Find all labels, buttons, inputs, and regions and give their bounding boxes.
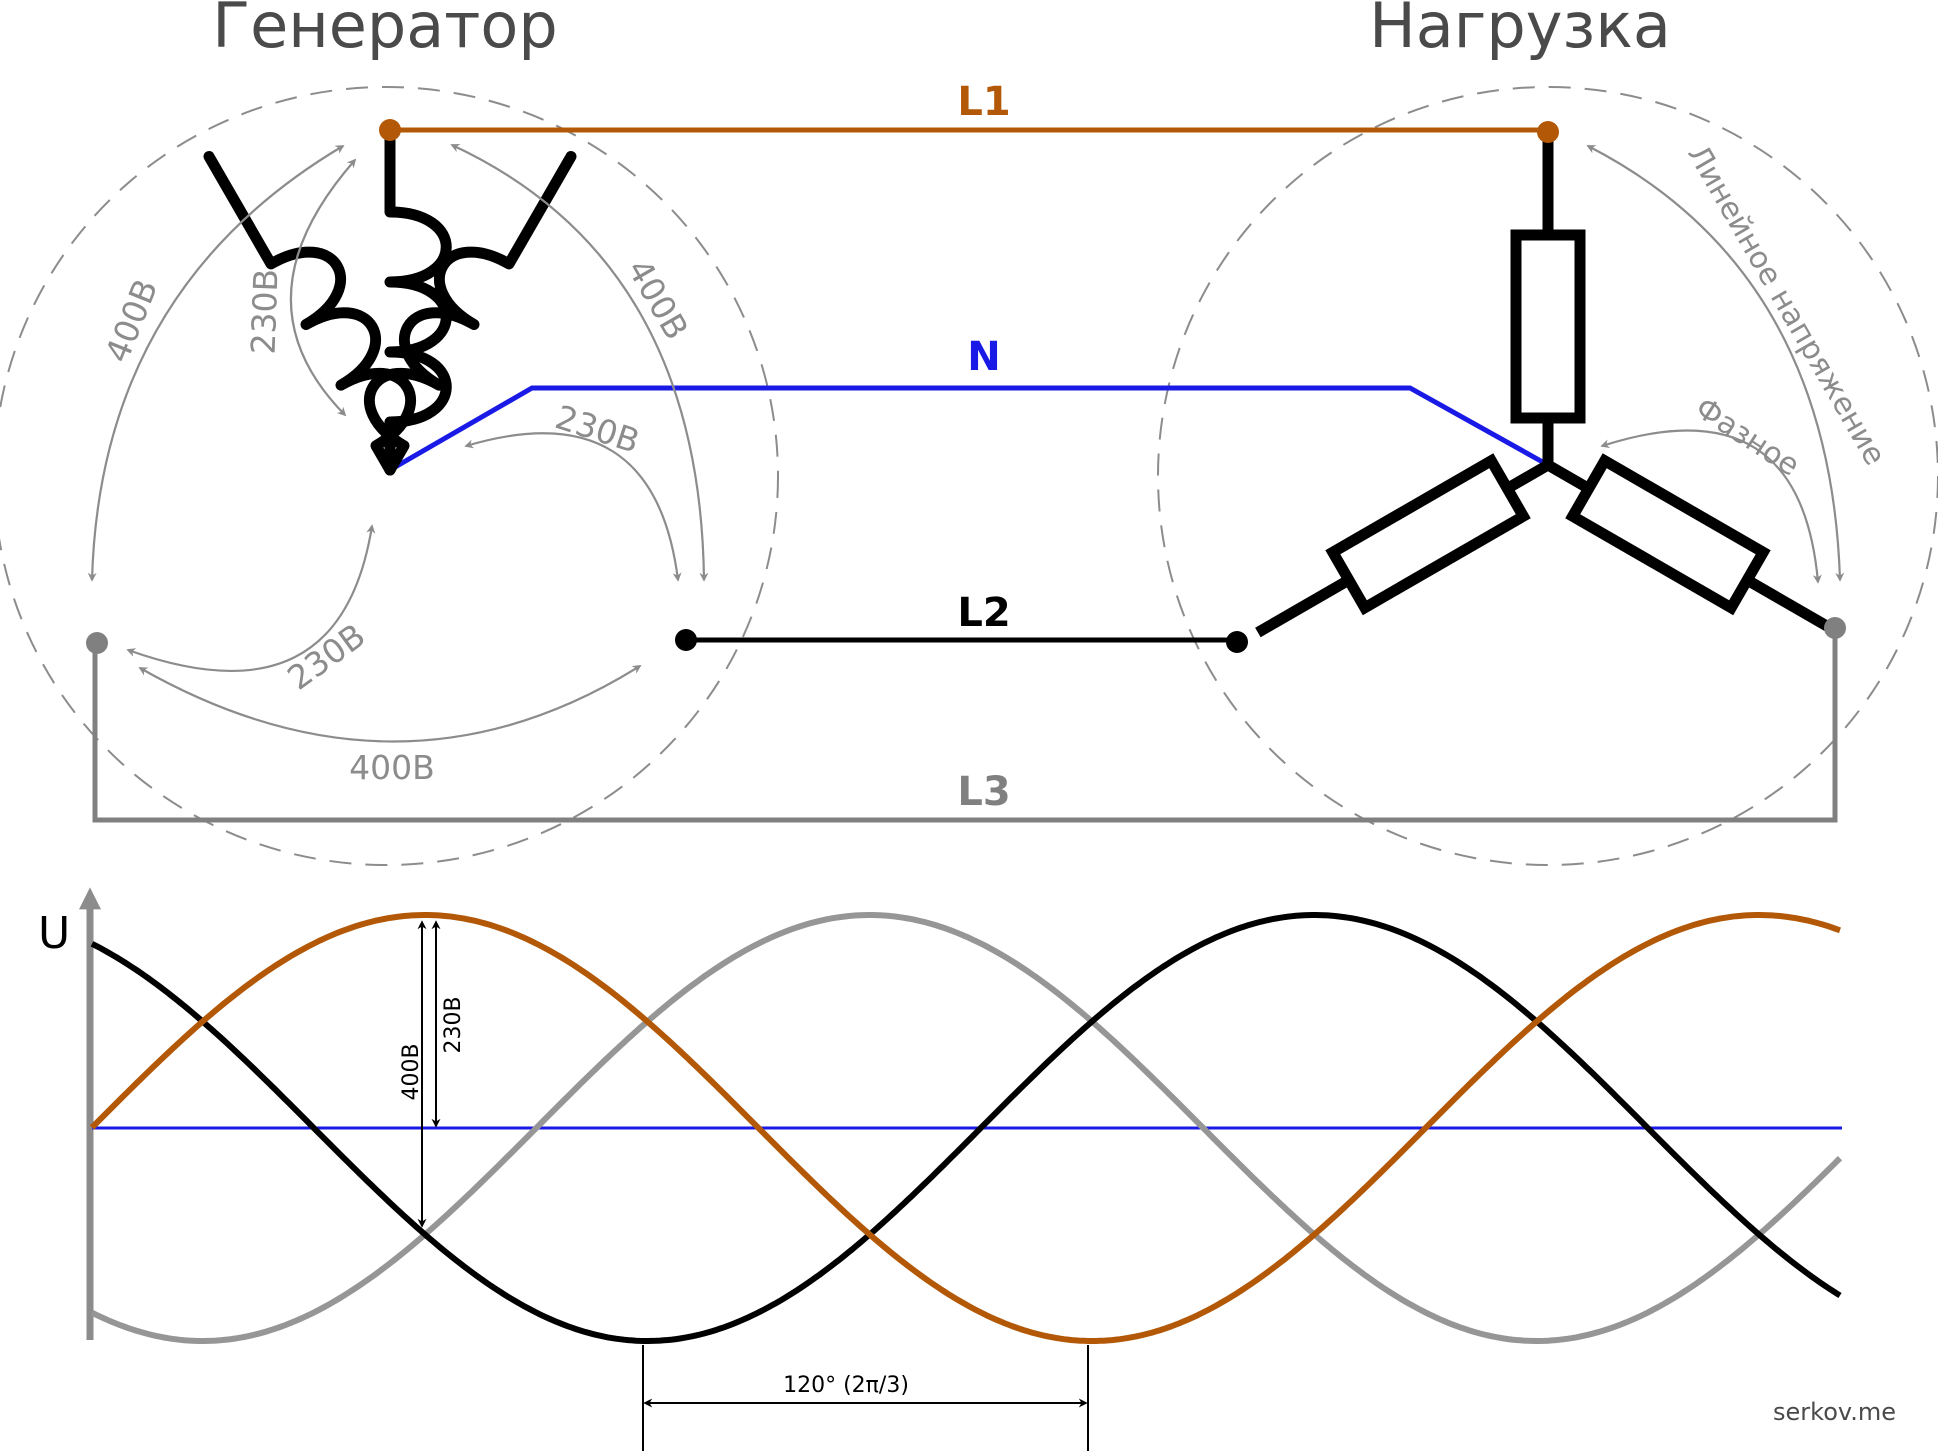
label-line-left: 400В xyxy=(97,274,165,368)
wave-l2 xyxy=(90,912,1842,1344)
resistor-right xyxy=(1325,453,1531,616)
winding-left xyxy=(364,150,577,476)
l2-label: L2 xyxy=(957,590,1010,636)
l1-label: L1 xyxy=(957,79,1010,125)
generator-title: Генератор xyxy=(212,0,557,62)
u-axis-label: U xyxy=(38,908,70,959)
label-line-bottom: 400В xyxy=(349,748,435,787)
load-voltage-arrows xyxy=(1586,145,1845,584)
neutral-label: N xyxy=(967,334,1000,380)
phase-shift-label: 120° (2π/3) xyxy=(783,1373,909,1398)
l3-label: L3 xyxy=(957,769,1010,815)
label-load-phase: Фазное xyxy=(1689,391,1806,484)
winding-right xyxy=(203,150,416,476)
label-phase-upper-left: 230В xyxy=(244,268,286,355)
arrow-load-phase xyxy=(1600,429,1822,584)
load-l3-terminal xyxy=(1824,617,1846,639)
label-phase-center: 230В xyxy=(551,397,645,461)
arrow-line-left xyxy=(87,145,345,582)
credit-text: serkov.me xyxy=(1773,1398,1896,1426)
arrow-phase-upper-left xyxy=(289,158,357,417)
wave-l1 xyxy=(89,912,1841,1344)
gen-l3-terminal xyxy=(86,632,108,654)
arrow-line-bottom xyxy=(138,665,642,743)
winding-top xyxy=(384,124,452,476)
l3-wire xyxy=(92,628,1838,823)
resistor-top xyxy=(1510,229,1586,424)
gen-l2-terminal xyxy=(675,629,697,651)
arrow-line-right xyxy=(450,143,709,582)
arrow-load-line xyxy=(1586,145,1845,582)
load-title: Нагрузка xyxy=(1369,0,1671,62)
wave-l3 xyxy=(90,912,1843,1344)
generator-dashed-circle xyxy=(0,86,779,866)
arrow-phase-center xyxy=(464,432,682,582)
load-l2-terminal xyxy=(1226,631,1248,653)
load-resistors xyxy=(1255,130,1841,638)
label-phase-lower: 230В xyxy=(280,616,372,698)
phase-amplitude-label: 230В xyxy=(441,996,466,1053)
generator-voltage-arrows xyxy=(87,143,709,743)
line-amplitude-label: 400В xyxy=(399,1043,424,1100)
waveform-plot: U 400В 230В 120° (2π/3) xyxy=(38,887,1843,1451)
gen-l1-terminal xyxy=(379,119,401,141)
load-l1-terminal xyxy=(1537,121,1559,143)
resistor-left xyxy=(1565,453,1771,616)
